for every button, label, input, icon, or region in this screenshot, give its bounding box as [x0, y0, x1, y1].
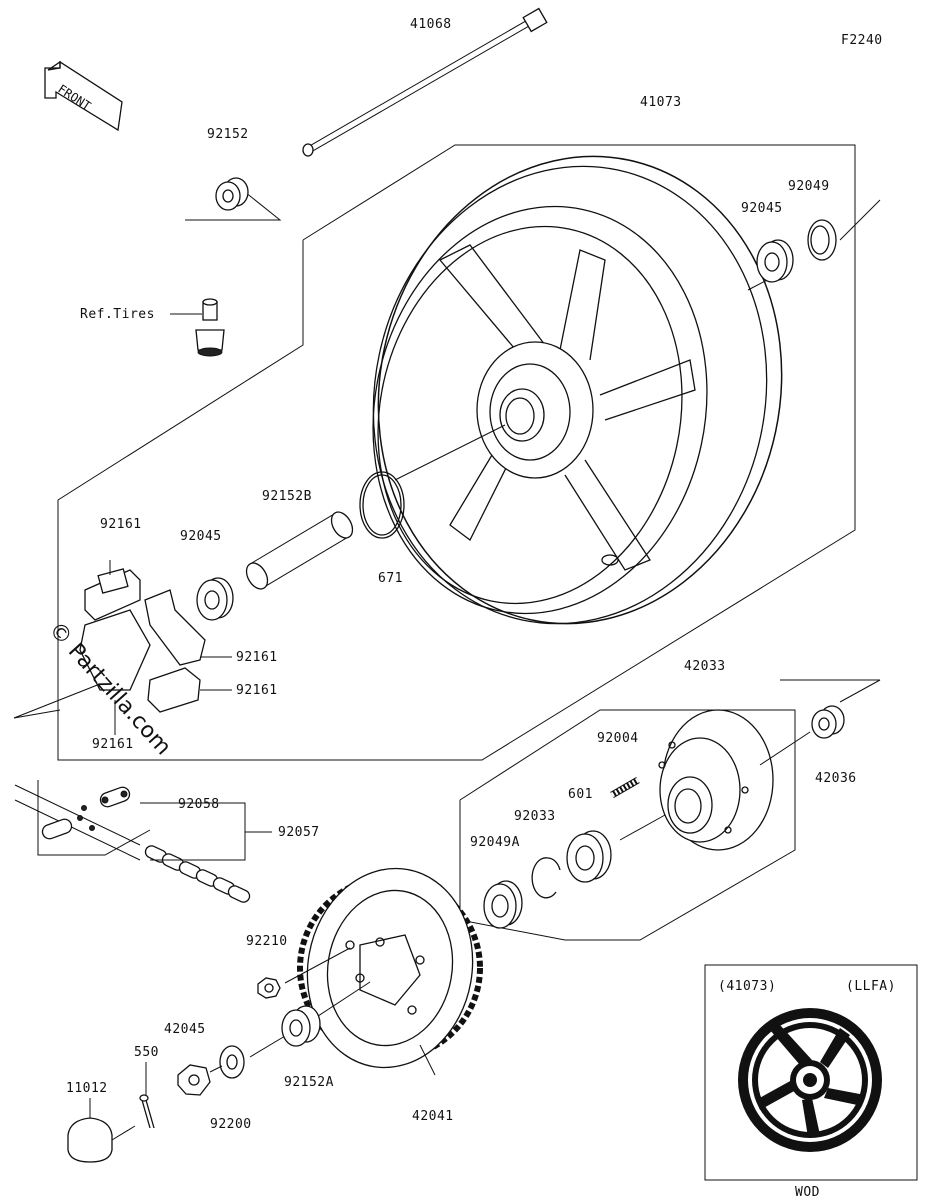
label-92152b: 92152B	[262, 489, 312, 504]
master-link-92058	[41, 786, 272, 861]
label-92033: 92033	[514, 809, 556, 824]
axle-41068	[302, 7, 548, 157]
seal-92049	[807, 219, 837, 261]
inset-box	[704, 964, 918, 1181]
front-arrow-icon: FRONT	[44, 60, 123, 132]
seal-92049a	[483, 880, 523, 929]
inset-wheel-icon	[738, 1008, 882, 1152]
label-42041: 42041	[412, 1109, 454, 1124]
part-labels: F2240 41068 92152 41073 92049 92045 Ref.…	[66, 17, 896, 1200]
label-92045-left: 92045	[180, 529, 222, 544]
label-ref-tires: Ref.Tires	[80, 307, 155, 322]
label-92161-bottom: 92161	[92, 737, 134, 752]
rear-sprocket-42041	[249, 867, 483, 1076]
label-11012: 11012	[66, 1081, 108, 1096]
label-92045-right: 92045	[741, 201, 783, 216]
label-671: 671	[378, 571, 403, 586]
bearing-92045-left	[196, 577, 234, 621]
axle-nut-42045	[177, 1064, 223, 1096]
label-550: 550	[134, 1045, 159, 1060]
label-92210: 92210	[246, 934, 288, 949]
inset-ref-label: (41073)	[718, 979, 776, 994]
circlip-92033	[531, 857, 561, 899]
damper-92161-group	[79, 560, 232, 735]
label-92200: 92200	[210, 1117, 252, 1132]
bearing-601	[566, 830, 612, 883]
rear-wheel-41073	[372, 155, 783, 625]
label-92161-mid: 92161	[236, 650, 278, 665]
label-41068: 41068	[410, 17, 452, 32]
label-92152a: 92152A	[284, 1075, 334, 1090]
tire-valve	[170, 298, 225, 357]
label-92058: 92058	[178, 797, 220, 812]
chain-92057	[14, 784, 251, 903]
inset-color-label: WOD	[795, 1185, 820, 1200]
label-92004: 92004	[597, 731, 639, 746]
label-92152: 92152	[207, 127, 249, 142]
cap-11012	[67, 1098, 136, 1163]
washer-92200	[219, 1045, 245, 1079]
nut-92210	[257, 977, 281, 999]
label-92049: 92049	[788, 179, 830, 194]
label-42045: 42045	[164, 1022, 206, 1037]
label-92161-top: 92161	[100, 517, 142, 532]
collar-92152	[215, 177, 249, 211]
stud-92004	[610, 776, 640, 799]
label-42036: 42036	[815, 771, 857, 786]
collar-92152a	[281, 1005, 321, 1047]
sprocket-hub-42033	[619, 709, 811, 851]
bearing-92045-right	[756, 239, 794, 283]
label-41073: 41073	[640, 95, 682, 110]
label-92049a: 92049A	[470, 835, 520, 850]
label-92057: 92057	[278, 825, 320, 840]
collar-92152b	[245, 511, 354, 590]
label-92161-low: 92161	[236, 683, 278, 698]
collar-42036	[811, 705, 845, 739]
figure-code: F2240	[841, 33, 883, 48]
label-601: 601	[568, 787, 593, 802]
inset-variant-label: (LLFA)	[846, 979, 896, 994]
cotter-pin-550	[139, 1062, 155, 1129]
label-42033: 42033	[684, 659, 726, 674]
o-ring-671	[359, 471, 405, 539]
